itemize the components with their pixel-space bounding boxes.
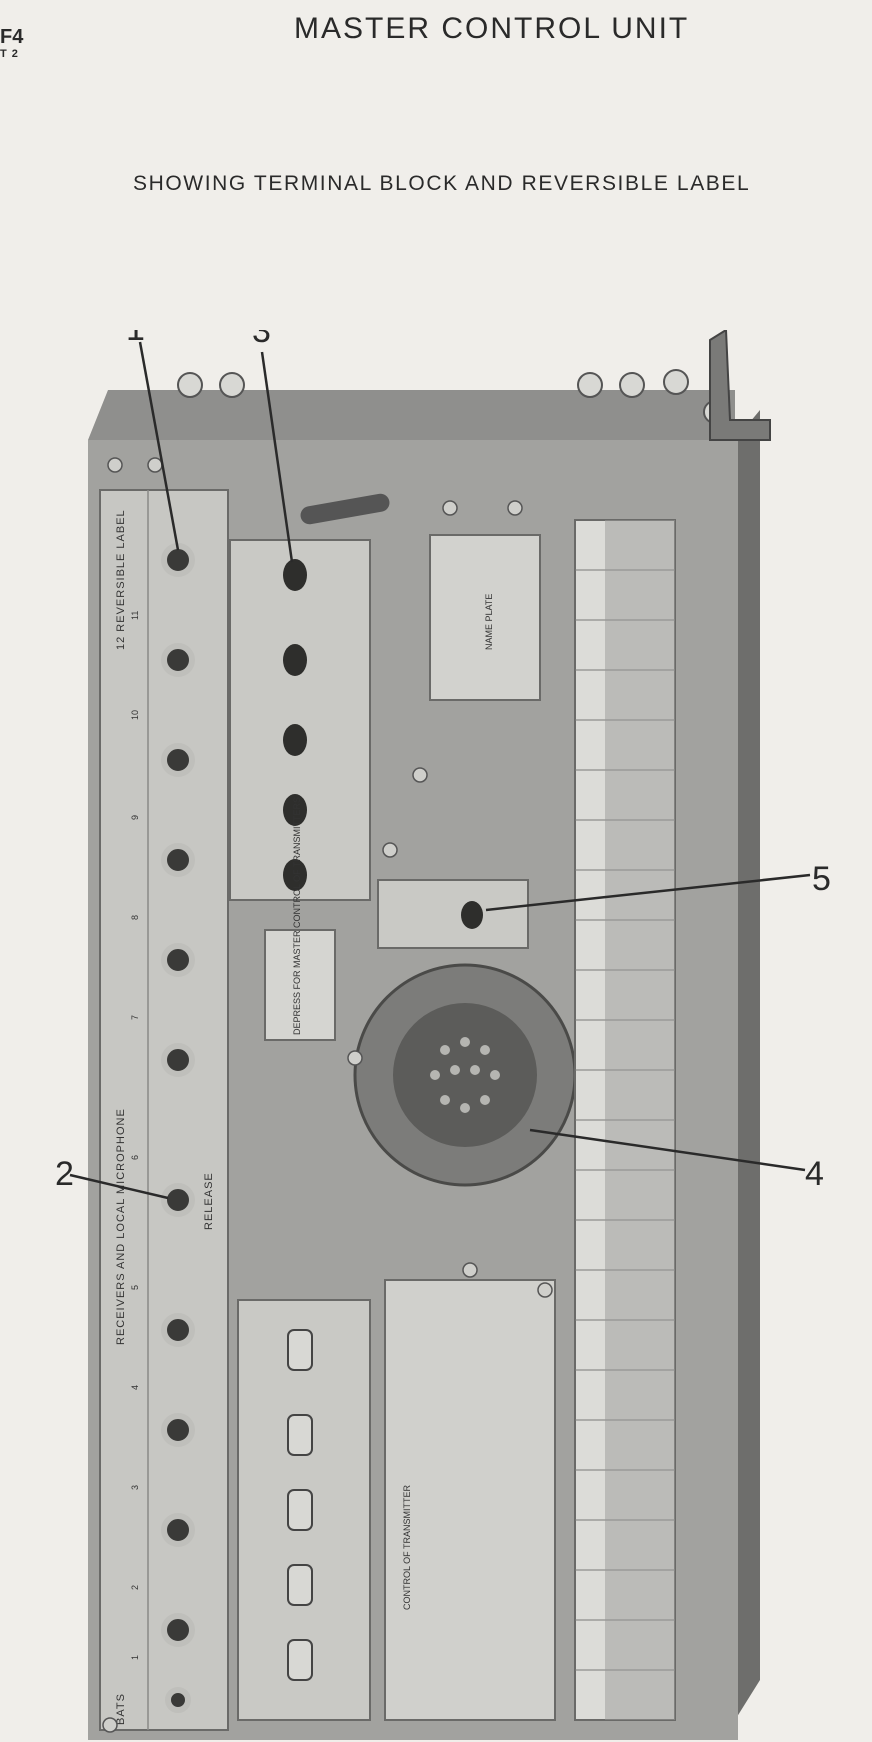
chassis-top-edge: [88, 390, 735, 440]
figure-number: F4: [0, 26, 24, 48]
column-number: 1: [130, 1655, 140, 1660]
control-of-transmitter-text: CONTROL OF TRANSMITTER: [402, 1484, 412, 1610]
callout-labels: 1 2 3 4 5: [55, 330, 831, 1193]
carry-handle: [300, 493, 390, 525]
page-title: MASTER CONTROL UNIT: [294, 12, 690, 45]
name-plate: [429, 534, 541, 701]
depress-label-plate: [264, 929, 336, 1041]
callout-leaders: [69, 341, 811, 1200]
receivers-label-text: RECEIVERS AND LOCAL MICROPHONE: [115, 1108, 127, 1345]
column-number: 7: [130, 1015, 140, 1020]
toggle-switches-lower[interactable]: [287, 1329, 313, 1681]
screws: [102, 457, 553, 1733]
column-number: 11: [130, 611, 140, 620]
part-number: T 2: [0, 48, 19, 60]
column-number: 2: [130, 1585, 140, 1590]
page-reference: F4 T 2: [0, 26, 23, 60]
multipin-connector[interactable]: [393, 1003, 537, 1147]
master-switch-plate: [377, 879, 529, 949]
chassis-right-side: [735, 410, 760, 1720]
column-number: 10: [130, 710, 140, 720]
unit-photograph: 12 REVERSIBLE LABEL RECEIVERS AND LOCAL …: [0, 330, 872, 1742]
callout-3: 3: [252, 330, 271, 350]
column-number: 3: [130, 1485, 140, 1490]
column-number: 8: [130, 915, 140, 920]
control-of-transmitter-plate: [384, 1279, 556, 1721]
column-number: 9: [130, 815, 140, 820]
upper-switch-plate: [229, 539, 371, 901]
connector-pins: [430, 1037, 500, 1113]
top-connectors: [177, 369, 727, 424]
toggle-switches-upper[interactable]: [283, 559, 307, 891]
bats-label-text: BATS: [115, 1693, 127, 1725]
callout-4: 4: [805, 1155, 824, 1193]
callout-5: 5: [812, 860, 831, 898]
master-toggle-switch[interactable]: [461, 901, 483, 929]
depress-label-text: DEPRESS FOR MASTER CONTROL OF TRANSMITTE…: [292, 797, 302, 1035]
page-subtitle: SHOWING TERMINAL BLOCK AND REVERSIBLE LA…: [133, 172, 751, 195]
release-label-text: RELEASE: [203, 1172, 215, 1230]
column-number: 5: [130, 1285, 140, 1290]
mounting-bracket: [709, 330, 771, 441]
callout-2: 2: [55, 1155, 74, 1193]
callout-1: 1: [126, 330, 145, 348]
column-number: 4: [130, 1385, 140, 1390]
column-number: 6: [130, 1155, 140, 1160]
unit-illustration: 12 REVERSIBLE LABEL RECEIVERS AND LOCAL …: [55, 330, 831, 1740]
name-plate-text: NAME PLATE: [484, 594, 494, 650]
reversible-label-text: 12 REVERSIBLE LABEL: [115, 509, 127, 650]
